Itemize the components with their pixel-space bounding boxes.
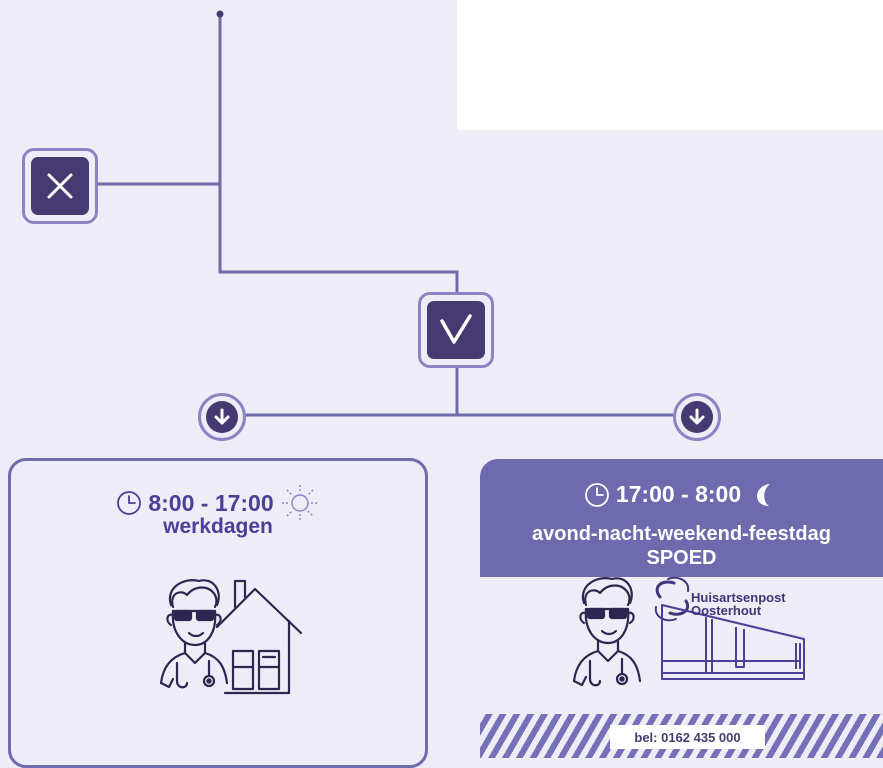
huisartsenpost-logo-text: Huisartsenpost Oosterhout bbox=[691, 591, 786, 617]
clock-icon bbox=[117, 491, 142, 515]
arrow-glyph bbox=[689, 408, 705, 425]
after-hours-header: 17:00 - 8:00 avond-nacht-weekend-feestda… bbox=[480, 459, 883, 577]
after-hours-subtitle: avond-nacht-weekend-feestdag bbox=[532, 523, 831, 545]
logo-line-1: Huisartsenpost bbox=[691, 590, 786, 605]
arrow-glyph bbox=[214, 408, 230, 425]
logo-line-2: Oosterhout bbox=[691, 603, 762, 618]
sun-icon bbox=[281, 485, 318, 521]
phone-number: bel: 0162 435 000 bbox=[610, 725, 765, 749]
clock-icon bbox=[584, 482, 609, 507]
yes-decision-box bbox=[418, 292, 494, 368]
arrow-down-icon bbox=[198, 393, 246, 441]
no-decision-box bbox=[22, 148, 98, 224]
after-hours-card: 17:00 - 8:00 avond-nacht-weekend-feestda… bbox=[480, 459, 883, 758]
after-hours-time: 17:00 - 8:00 bbox=[615, 481, 742, 507]
emergency-label: SPOED bbox=[646, 547, 717, 569]
doctor-building-illustration bbox=[572, 577, 805, 687]
weekday-time-row: 8:00 - 17:00 bbox=[11, 483, 425, 523]
after-hours-time-row: 17:00 - 8:00 bbox=[480, 481, 883, 508]
weekday-subtitle: werkdagen bbox=[163, 515, 273, 538]
moon-icon bbox=[757, 483, 771, 506]
white-panel bbox=[457, 0, 883, 130]
close-icon bbox=[47, 173, 73, 199]
check-icon bbox=[440, 314, 472, 344]
huisartsenpost-logo-icon bbox=[654, 577, 690, 622]
weekday-time: 8:00 - 17:00 bbox=[148, 489, 274, 516]
weekday-card: 8:00 - 17:00 werkdagen bbox=[8, 458, 428, 768]
arrow-down-icon bbox=[673, 393, 721, 441]
doctor-house-illustration bbox=[159, 579, 303, 695]
